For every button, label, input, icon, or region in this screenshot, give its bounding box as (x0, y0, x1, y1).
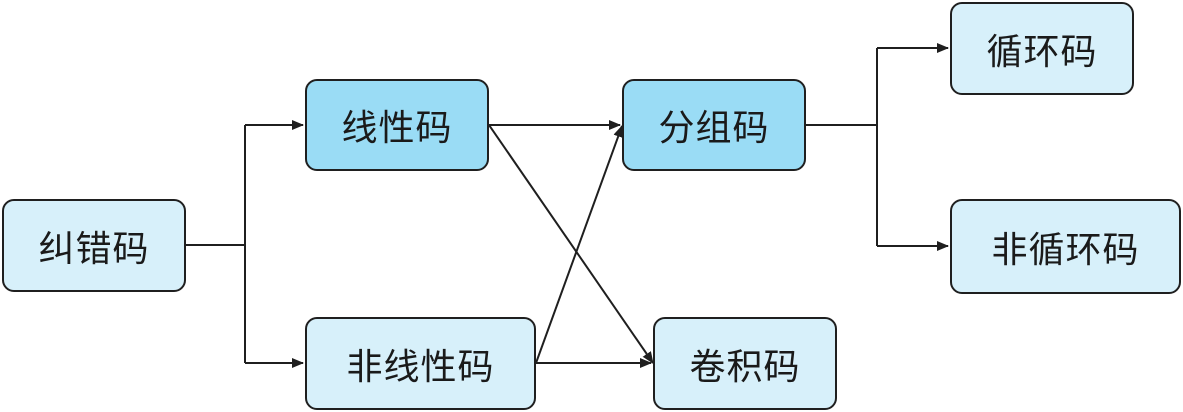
node-label: 非循环码 (991, 229, 1140, 271)
node-cyclic-code: 循环码 (950, 2, 1134, 95)
node-label: 非线性码 (346, 346, 495, 388)
node-label: 卷积码 (689, 346, 801, 388)
edge-xianxingma-juanjima (488, 124, 654, 364)
node-noncyclic-code: 非循环码 (950, 199, 1181, 294)
node-linear-code: 线性码 (305, 79, 489, 171)
edge-feixianxingma-fenzuma (535, 125, 623, 364)
node-label: 线性码 (341, 108, 453, 149)
node-label: 纠错码 (38, 228, 150, 270)
node-label: 循环码 (986, 31, 1098, 73)
node-convolutional-code: 卷积码 (653, 317, 837, 410)
node-nonlinear-code: 非线性码 (305, 317, 536, 410)
node-block-code: 分组码 (622, 79, 806, 171)
node-error-correcting-code: 纠错码 (2, 199, 186, 292)
node-label: 分组码 (658, 108, 770, 149)
